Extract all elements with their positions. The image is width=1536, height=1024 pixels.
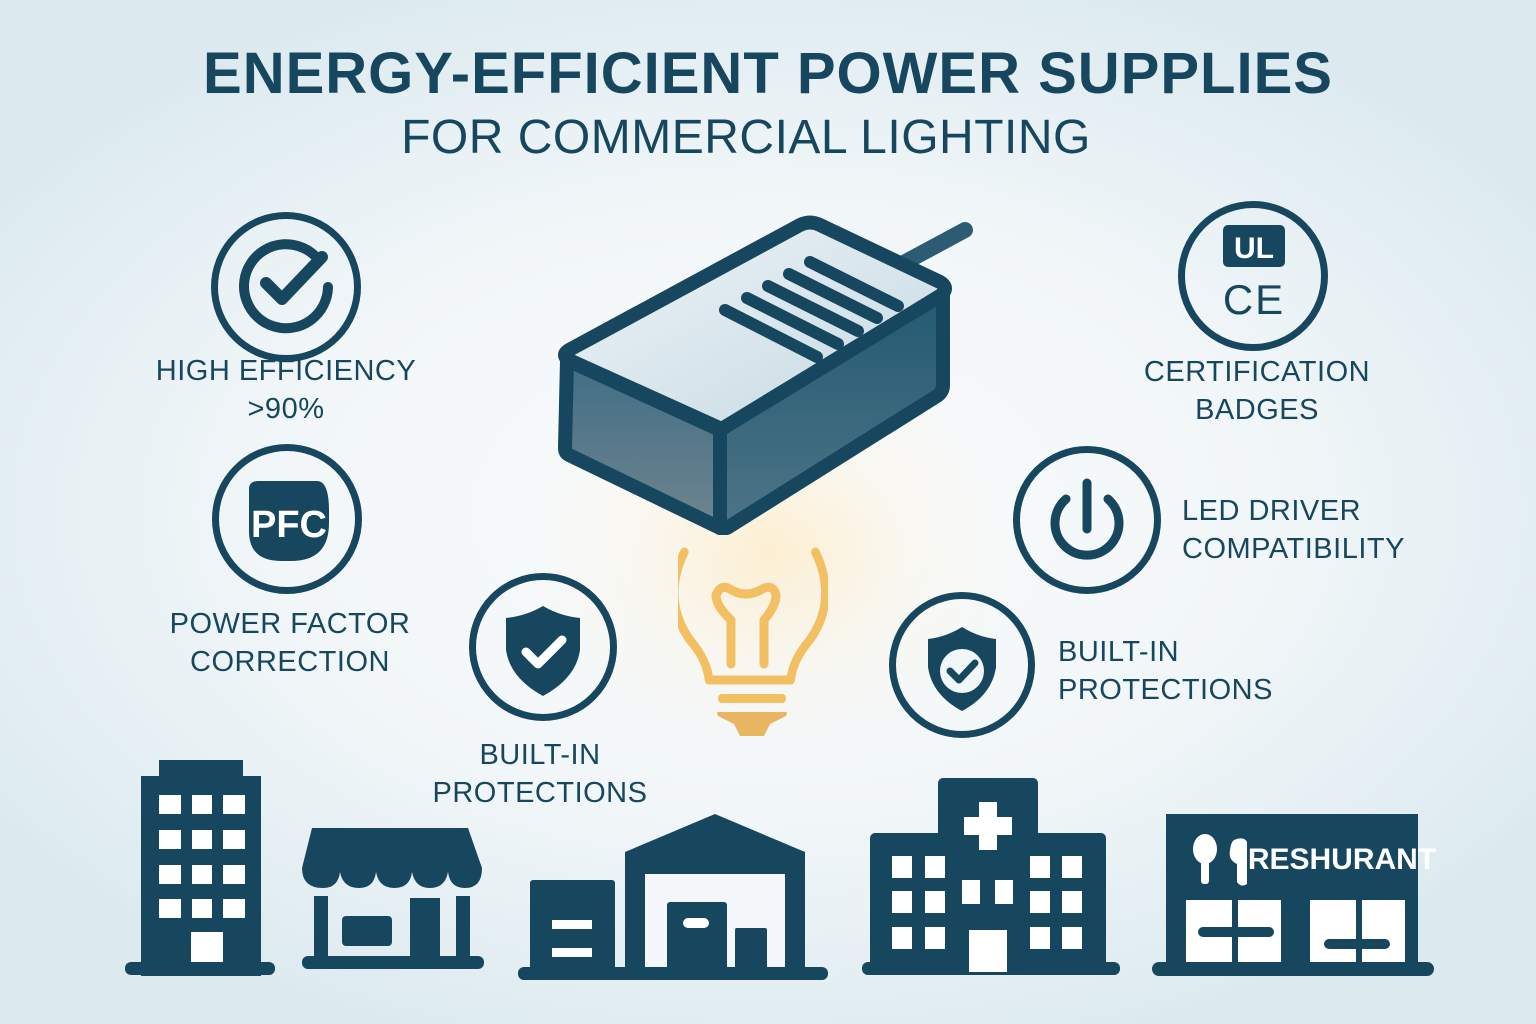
svg-text:UL: UL <box>1234 232 1274 265</box>
shield-check-icon <box>889 592 1035 738</box>
feature-line: BUILT-IN <box>1058 636 1180 668</box>
restaurant-icon: RESHURANT <box>1152 812 1442 980</box>
feature-label-protections-right: BUILT-IN PROTECTIONS <box>1058 633 1273 709</box>
feature-line: CERTIFICATION <box>1143 356 1371 388</box>
feature-line: POWER FACTOR <box>169 608 411 640</box>
feature-line: PROTECTIONS <box>1058 674 1273 706</box>
feature-label-pfc: POWER FACTOR CORRECTION <box>140 605 440 681</box>
office-tower-icon <box>125 760 285 980</box>
svg-text:CE: CE <box>1223 276 1285 323</box>
storefront-icon <box>300 828 490 978</box>
page-title: ENERGY-EFFICIENT POWER SUPPLIES <box>203 41 1333 106</box>
hospital-icon <box>862 778 1132 978</box>
check-circle-icon <box>211 212 361 362</box>
svg-text:PFC: PFC <box>251 504 327 546</box>
feature-line: >90% <box>247 393 325 425</box>
ul-ce-icon: UL CE <box>1178 201 1328 351</box>
feature-line: HIGH EFFICIENCY <box>155 355 417 387</box>
feature-line: BUILT-IN <box>479 739 601 771</box>
light-bulb-icon <box>678 540 828 740</box>
shield-check-icon <box>469 573 617 721</box>
page-subtitle: FOR COMMERCIAL LIGHTING <box>401 111 1091 164</box>
feature-label-protections-left: BUILT-IN PROTECTIONS <box>390 736 690 812</box>
svg-text:RESHURANT: RESHURANT <box>1248 843 1436 876</box>
warehouse-icon <box>515 812 835 980</box>
feature-line: BADGES <box>1195 394 1319 426</box>
feature-line: PROTECTIONS <box>432 777 648 809</box>
power-supply-icon <box>555 210 975 540</box>
feature-label-certification: CERTIFICATION BADGES <box>1107 353 1407 429</box>
feature-line: CORRECTION <box>190 646 390 678</box>
power-icon <box>1013 446 1161 594</box>
pfc-badge-icon: PFC <box>212 444 362 594</box>
feature-label-led-driver: LED DRIVER COMPATIBILITY <box>1182 492 1405 568</box>
feature-line: COMPATIBILITY <box>1182 533 1405 565</box>
feature-label-high-efficiency: HIGH EFFICIENCY >90% <box>136 352 436 428</box>
feature-line: LED DRIVER <box>1182 495 1362 527</box>
